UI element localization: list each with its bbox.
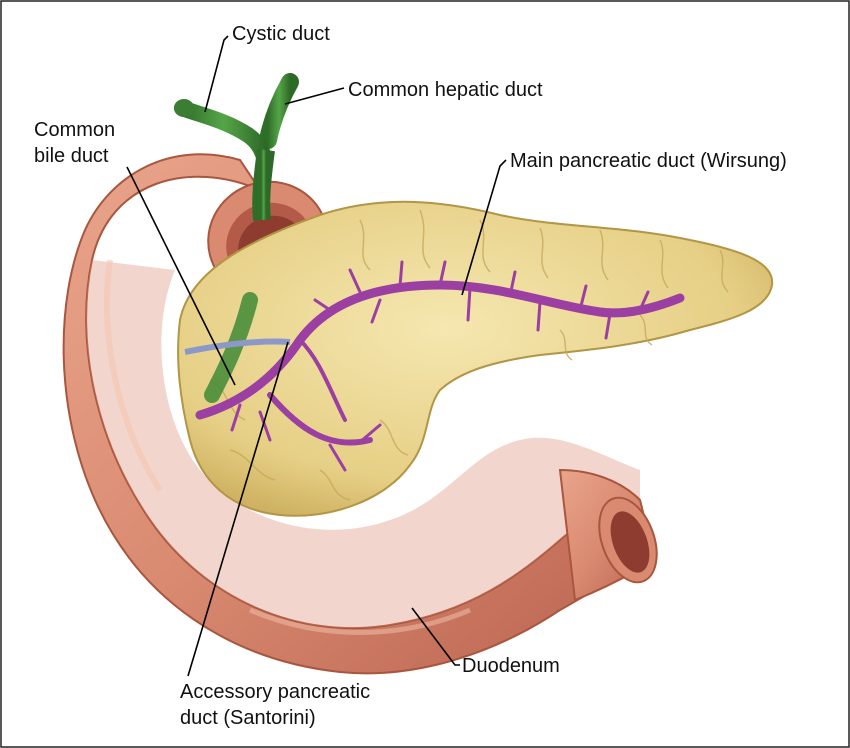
- label-common-bile-duct-line1: Common: [34, 119, 115, 141]
- label-duodenum: Duodenum: [462, 655, 560, 677]
- label-main-pancreatic-duct: Main pancreatic duct (Wirsung): [510, 150, 787, 172]
- label-accessory-duct-line1: Accessory pancreatic: [180, 681, 370, 703]
- label-common-hepatic-duct: Common hepatic duct: [348, 79, 543, 101]
- label-cystic-duct: Cystic duct: [232, 23, 330, 45]
- label-accessory-duct-line2: duct (Santorini): [180, 707, 316, 729]
- label-common-bile-duct-line2: bile duct: [34, 145, 109, 167]
